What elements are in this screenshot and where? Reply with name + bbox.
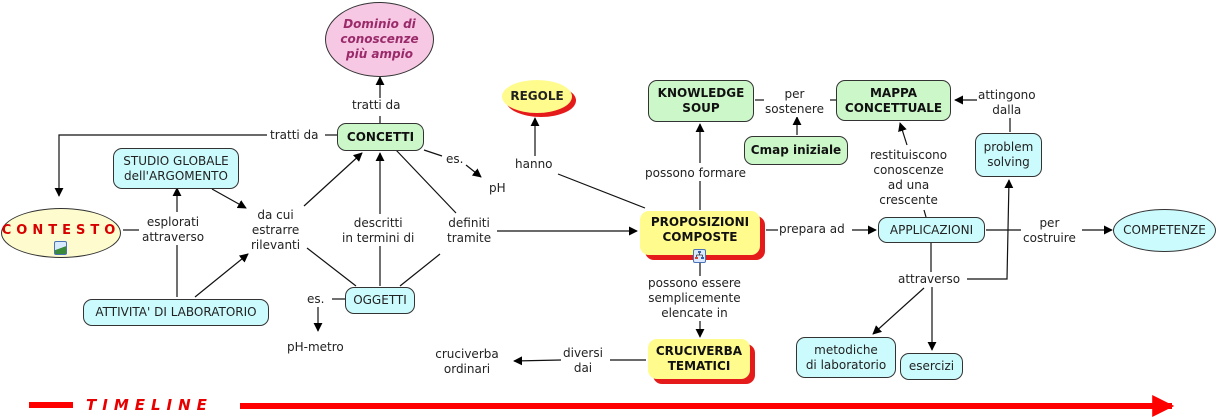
node-esercizi[interactable]: esercizi	[900, 353, 963, 380]
node-proposizioni-composte[interactable]: PROPOSIZIONI COMPOSTE	[640, 211, 760, 255]
link-label-prepara-ad: prepara ad	[779, 222, 845, 237]
node-studio-globale[interactable]: STUDIO GLOBALE dell'ARGOMENTO	[113, 148, 239, 189]
node-applicazioni-text: APPLICAZIONI	[889, 222, 974, 237]
node-regole-text: REGOLE	[510, 89, 564, 103]
node-mappa-concettuale-text: MAPPA CONCETTUALE	[844, 85, 943, 115]
link-diversi-ordinari	[513, 356, 562, 366]
node-proposizioni-text: PROPOSIZIONI COMPOSTE	[650, 215, 750, 244]
link-restituiscono-mappa	[898, 122, 908, 146]
node-cmap-iniziale[interactable]: Cmap iniziale	[744, 136, 848, 165]
link-label-da-cui: da cui estrarre rilevanti	[251, 208, 301, 253]
node-studio-globale-text: STUDIO GLOBALE dell'ARGOMENTO	[123, 153, 229, 183]
link-label-es-ph: es.	[446, 152, 464, 167]
node-problem-solving[interactable]: problem solving	[975, 133, 1042, 177]
link-oggetti-definiti	[399, 253, 441, 287]
node-dominio-text: Dominio di conoscenze più ampio	[340, 17, 419, 61]
node-competenze-text: COMPETENZE	[1123, 223, 1206, 237]
node-attivita-laboratorio[interactable]: ATTIVITA' DI LABORATORIO	[83, 299, 269, 326]
link-oggetti-dacui	[306, 247, 357, 287]
node-oggetti-text: OGGETTI	[353, 293, 407, 307]
link-studio-dacui	[211, 188, 247, 209]
link-concetti-es	[423, 149, 443, 157]
node-regole[interactable]: REGOLE	[502, 80, 572, 113]
link-attraverso-problem	[967, 179, 1014, 280]
link-label-possono-essere: possono essere semplicemente elencate in	[648, 276, 741, 321]
link-tratti-contesto	[54, 134, 267, 197]
link-label-tratti-da-up: tratti da	[352, 98, 401, 113]
link-applicazioni-restituiscono	[923, 209, 927, 218]
link-attraverso-metodiche	[872, 287, 925, 335]
node-competenze[interactable]: COMPETENZE	[1113, 209, 1216, 252]
link-label-definiti: definiti tramite	[447, 216, 492, 246]
link-label-restituiscono: restituiscono conoscenze ad una crescent…	[870, 148, 948, 208]
link-attivita-dacui	[194, 253, 249, 298]
node-cmap-iniziale-text: Cmap iniziale	[750, 143, 842, 157]
node-problem-solving-text: problem solving	[983, 140, 1034, 169]
node-esercizi-text: esercizi	[908, 359, 955, 373]
node-concetti-text: CONCETTI	[346, 129, 415, 144]
image-icon[interactable]	[54, 241, 67, 255]
node-concetti[interactable]: CONCETTI	[337, 123, 424, 151]
node-ph: pH	[489, 181, 506, 195]
node-metodiche[interactable]: metodiche di laboratorio	[796, 337, 896, 378]
node-cruciverba-tematici[interactable]: CRUCIVERBA TEMATICI	[648, 339, 750, 379]
node-cruciverba-tematici-text: CRUCIVERBA TEMATICI	[655, 344, 743, 373]
link-concetti-definiti	[395, 149, 457, 214]
link-label-tratti-da-left: tratti da	[270, 128, 319, 143]
node-dominio[interactable]: Dominio di conoscenze più ampio	[325, 2, 434, 77]
link-proposizioni-hanno	[557, 173, 646, 209]
node-contesto-text: CONTESTO	[1, 222, 121, 238]
link-label-possono-formare: possono formare	[645, 166, 746, 181]
concept-map-icon[interactable]	[693, 249, 706, 263]
node-metodiche-text: metodiche di laboratorio	[805, 342, 887, 372]
link-label-per-costruire: per costruire	[1023, 216, 1076, 246]
node-ph-metro: pH-metro	[287, 340, 344, 354]
link-label-diversi-dai: diversi dai	[563, 346, 603, 376]
link-label-es-phmetro: es.	[307, 292, 325, 307]
timeline-label: TIMELINE	[86, 396, 213, 414]
link-label-attingono: attingono dalla	[978, 88, 1036, 118]
link-label-esplorati: esplorati attraverso	[142, 215, 205, 245]
link-label-hanno: hanno	[515, 157, 553, 172]
link-label-per-sostenere: per sostenere	[765, 87, 824, 117]
node-applicazioni[interactable]: APPLICAZIONI	[878, 217, 985, 243]
link-dacui-concetti	[303, 152, 363, 207]
link-label-attraverso: attraverso	[898, 272, 961, 287]
node-knowledge-soup-text: KNOWLEDGE SOUP	[657, 86, 745, 115]
node-knowledge-soup[interactable]: KNOWLEDGE SOUP	[648, 80, 754, 122]
node-mappa-concettuale[interactable]: MAPPA CONCETTUALE	[836, 80, 951, 121]
node-oggetti[interactable]: OGGETTI	[345, 287, 415, 314]
node-cruciverba-ordinari: cruciverba ordinari	[435, 347, 499, 376]
link-label-descritti: descritti in termini di	[342, 216, 415, 246]
link-es-ph	[465, 164, 482, 178]
node-attivita-laboratorio-text: ATTIVITA' DI LABORATORIO	[95, 305, 257, 319]
